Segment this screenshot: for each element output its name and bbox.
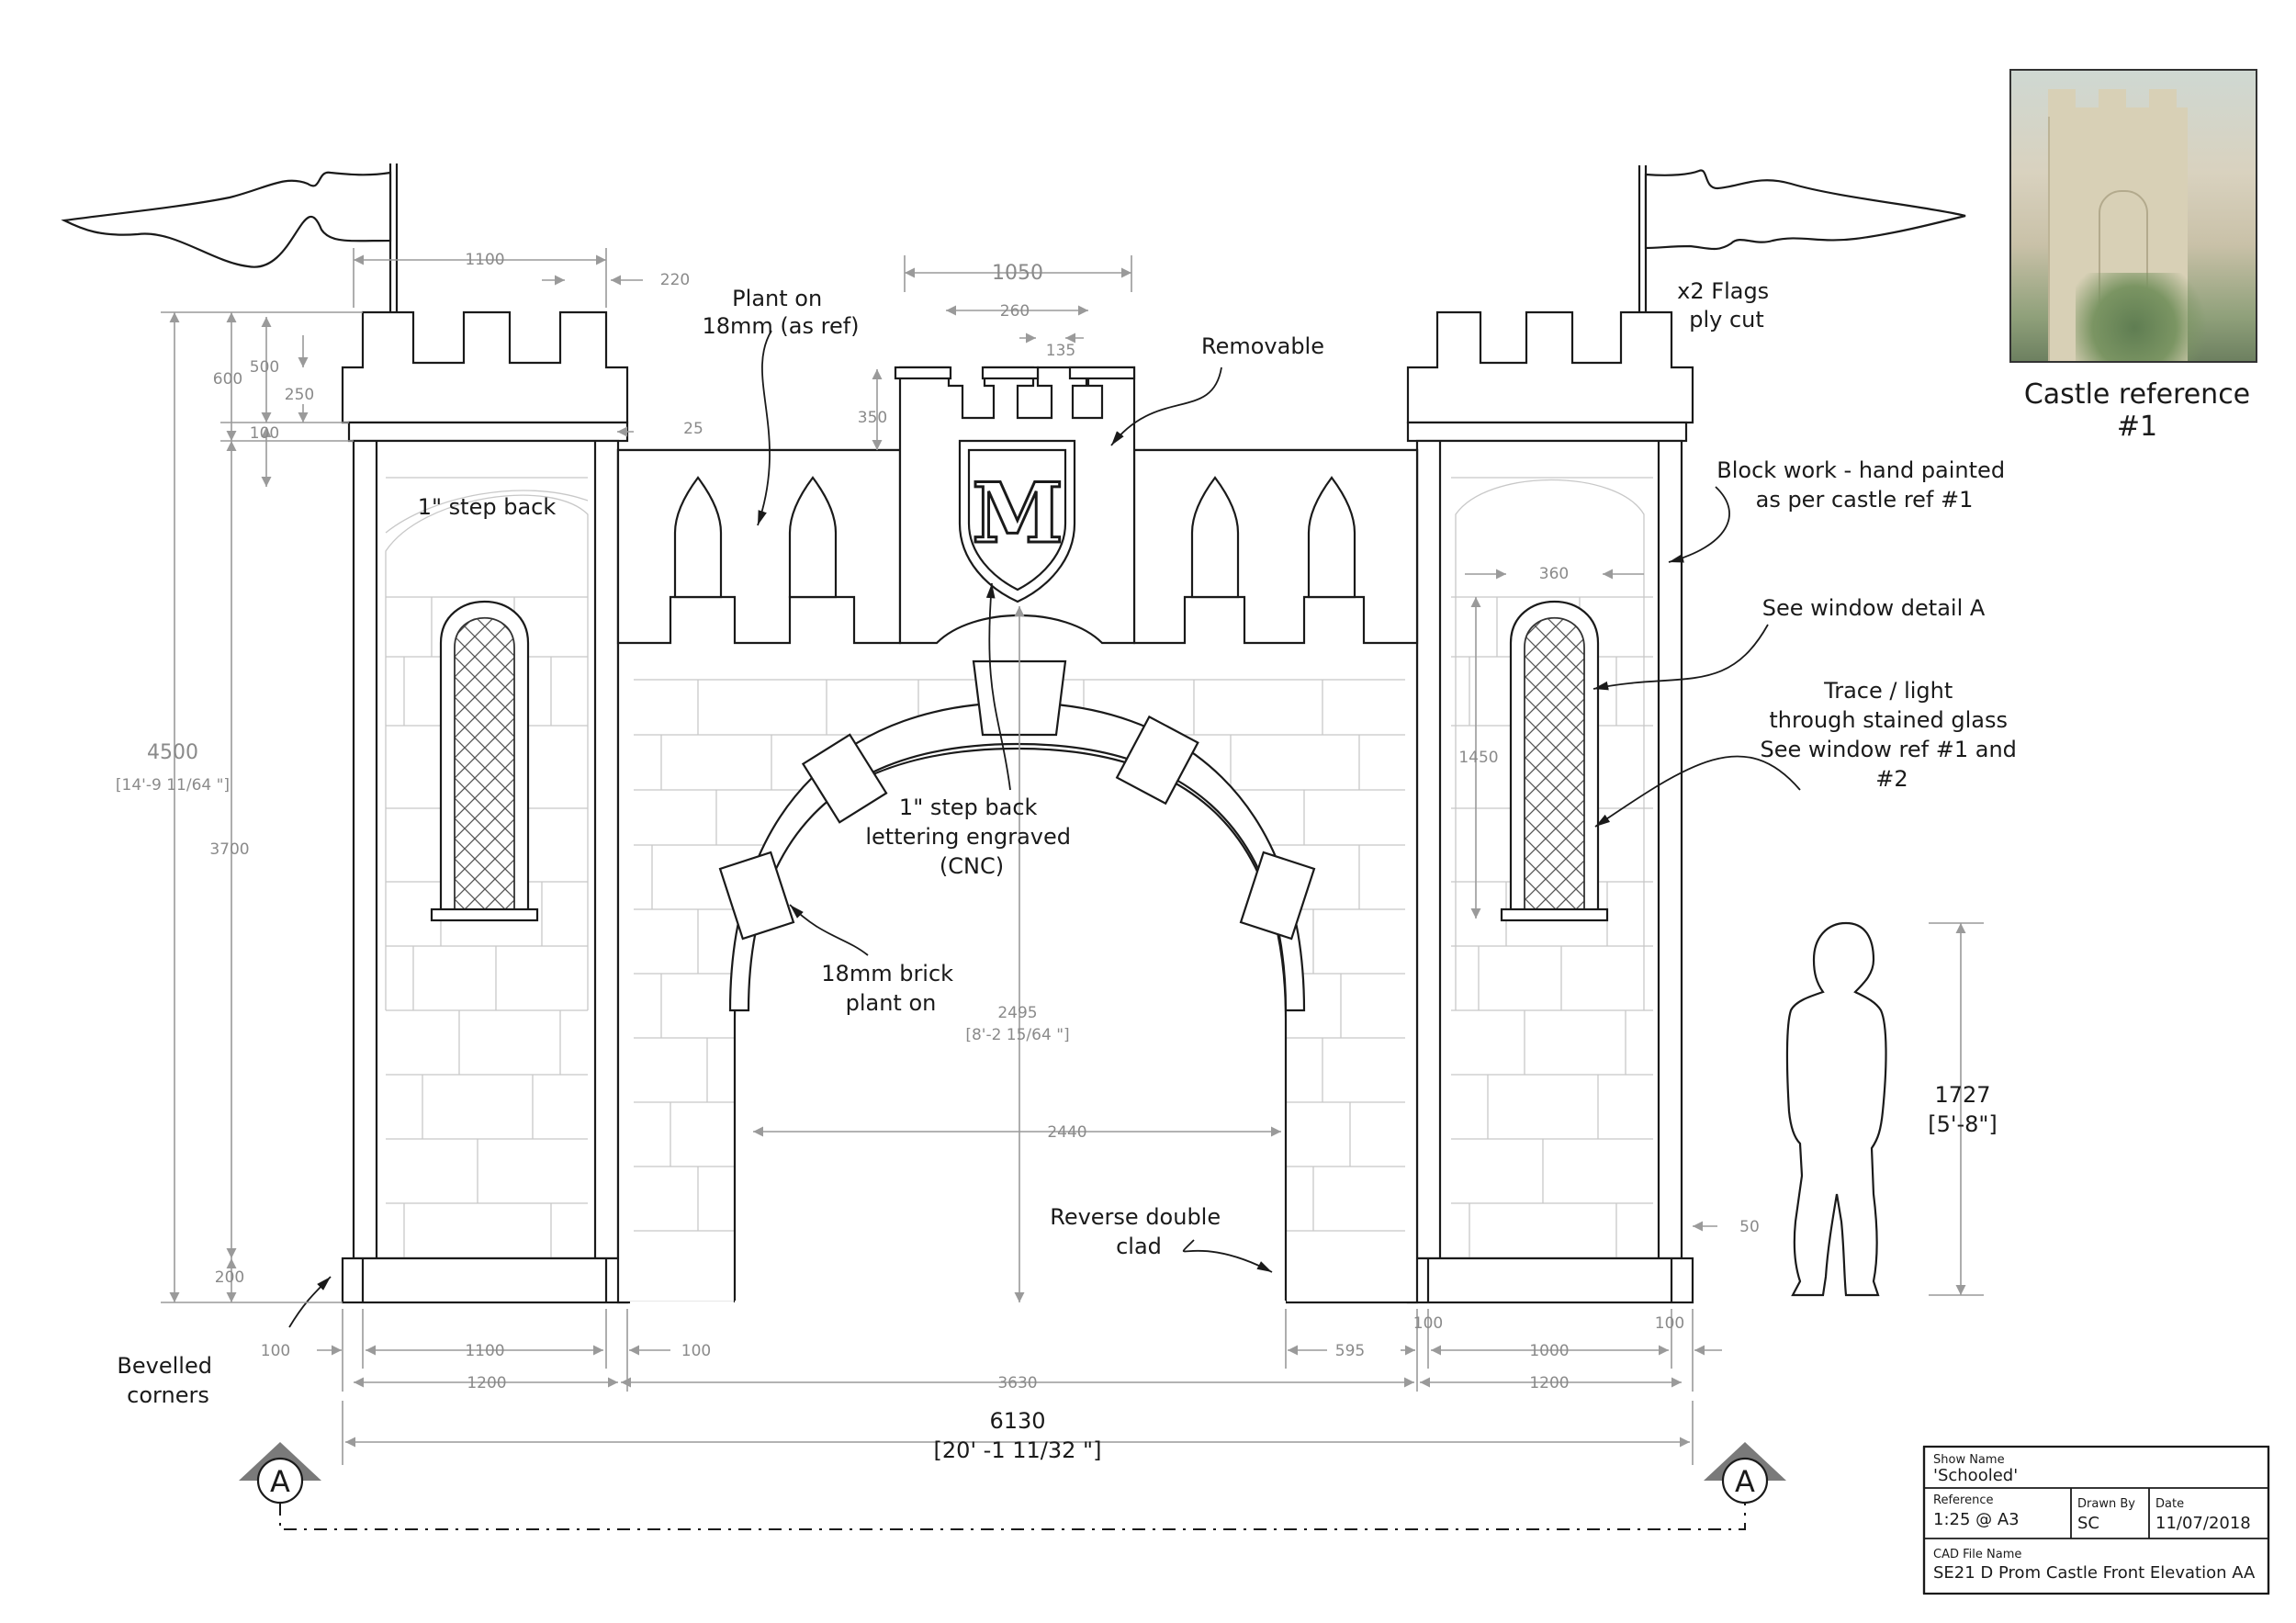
dim-3700: 3700	[209, 840, 249, 859]
dim-100-top: 100	[250, 424, 279, 443]
dim-1100-top: 1100	[465, 251, 504, 269]
dim-1727-imperial: [5'-8"]	[1928, 1111, 1998, 1137]
section-marker-right: A	[1704, 1442, 1786, 1505]
cad-file-value: SE21 D Prom Castle Front Elevation AA	[1933, 1563, 2256, 1583]
cad-file-label: CAD File Name	[1933, 1548, 2021, 1561]
dim-100-bottom-right-1: 100	[1413, 1314, 1443, 1333]
date-value: 11/07/2018	[2155, 1514, 2251, 1533]
removable-note: Removable	[1201, 333, 1324, 359]
dim-1200-left: 1200	[467, 1374, 506, 1392]
dim-600: 600	[213, 370, 242, 389]
castle-reference-photo	[2009, 69, 2257, 363]
dimension-labels: 1100 220 1050 260 135 350 600 500 250 10…	[116, 251, 1998, 1463]
reverse-clad-note: Reverse double clad	[1050, 1204, 1228, 1259]
dim-4500-imperial: [14'-9 11/64 "]	[116, 776, 230, 795]
flags-note: x2 Flags ply cut	[1677, 278, 1776, 332]
show-name-label: Show Name	[1933, 1453, 2005, 1467]
left-flag	[61, 163, 399, 312]
svg-text:A: A	[270, 1464, 290, 1499]
brick-plant-note: 18mm brick plant on	[821, 961, 960, 1016]
human-figure	[1785, 921, 1887, 1297]
castle-reference-caption: Castle reference #1	[2023, 378, 2251, 443]
dim-100-bottom-right-2: 100	[1655, 1314, 1684, 1333]
dimension-lines	[161, 248, 1984, 1465]
step-back-left-note: 1" step back	[418, 494, 557, 520]
dim-2495-imperial: [8'-2 15/64 "]	[965, 1026, 1069, 1044]
reference-label: Reference	[1933, 1493, 1993, 1507]
bevelled-note: Bevelled corners	[117, 1353, 219, 1408]
drawn-by-label: Drawn By	[2077, 1497, 2135, 1511]
dim-100-bottom-mid: 100	[681, 1342, 711, 1360]
dim-350: 350	[858, 409, 887, 427]
window-detail-note: See window detail A	[1762, 595, 1986, 621]
date-label: Date	[2155, 1497, 2184, 1511]
drawn-by-value: SC	[2077, 1514, 2099, 1533]
section-marker-left: A	[239, 1442, 321, 1505]
dim-1200-right: 1200	[1529, 1374, 1569, 1392]
show-name-value: 'Schooled'	[1933, 1466, 2018, 1485]
dim-6130: 6130	[989, 1408, 1045, 1434]
dim-50: 50	[1739, 1218, 1760, 1236]
dim-595: 595	[1335, 1342, 1365, 1360]
dim-1450: 1450	[1458, 749, 1498, 767]
dim-220: 220	[660, 271, 690, 289]
crest-letter: M	[972, 465, 1064, 562]
dim-260: 260	[1000, 302, 1030, 321]
right-flag	[1638, 165, 1966, 312]
leader-lines	[288, 330, 1801, 1328]
dim-360: 360	[1539, 565, 1569, 583]
dim-6130-imperial: [20' -1 11/32 "]	[934, 1437, 1102, 1463]
title-block: Show Name 'Schooled' Reference 1:25 @ A3…	[1922, 1445, 2270, 1595]
dim-2495: 2495	[997, 1004, 1037, 1022]
dim-500: 500	[250, 358, 279, 377]
right-tower	[1406, 310, 1694, 1304]
block-work-note: Block work - hand painted as per castle …	[1716, 457, 2011, 513]
dim-1727: 1727	[1934, 1082, 1990, 1108]
annotation-notes: Plant on 18mm (as ref) 1" step back Remo…	[117, 278, 2023, 1408]
reference-value: 1:25 @ A3	[1933, 1510, 2020, 1529]
dim-1000: 1000	[1529, 1342, 1569, 1360]
dim-4500: 4500	[147, 741, 198, 764]
left-tower	[341, 310, 629, 1304]
trace-light-note: Trace / light through stained glass See …	[1760, 678, 2023, 792]
dim-250: 250	[285, 386, 314, 404]
dim-1050: 1050	[992, 262, 1043, 285]
dim-3630: 3630	[997, 1374, 1037, 1392]
dim-200: 200	[215, 1268, 244, 1287]
dim-2440: 2440	[1047, 1123, 1086, 1142]
dim-25: 25	[683, 420, 703, 438]
dim-135: 135	[1046, 342, 1075, 360]
plant-on-note: Plant on 18mm (as ref)	[702, 286, 859, 339]
lettering-note: 1" step back lettering engraved (CNC)	[865, 795, 1077, 879]
svg-text:A: A	[1735, 1464, 1755, 1499]
section-line	[279, 1503, 1746, 1530]
dim-1100-bottom: 1100	[465, 1342, 504, 1360]
dim-100-bottom-left: 100	[261, 1342, 290, 1360]
